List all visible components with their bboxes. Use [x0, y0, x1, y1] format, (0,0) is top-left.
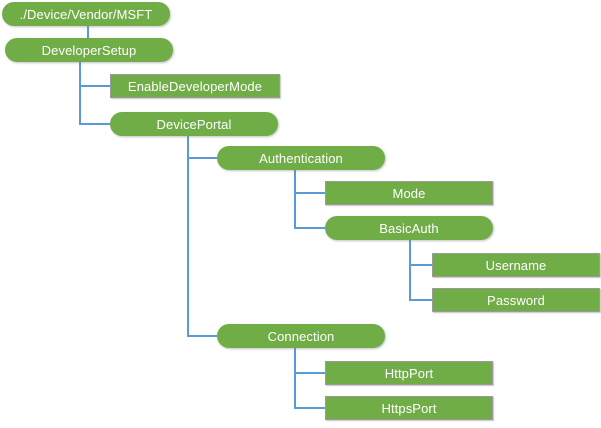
connector-connection-to-httpsport	[294, 348, 325, 409]
node-https-port[interactable]: HttpsPort	[325, 396, 493, 420]
connector-developersetup-to-deviceportal	[79, 62, 110, 125]
connector-basicauth-to-password	[409, 240, 432, 301]
node-enable-developer-mode-label: EnableDeveloperMode	[127, 78, 263, 94]
node-connection[interactable]: Connection	[217, 324, 385, 348]
node-http-port-label: HttpPort	[384, 365, 434, 381]
node-https-port-label: HttpsPort	[381, 400, 437, 416]
node-mode[interactable]: Mode	[325, 181, 493, 205]
node-authentication-label: Authentication	[259, 150, 343, 166]
connector-developersetup-to-enabledevelopermode	[79, 62, 110, 87]
node-password-label: Password	[487, 292, 545, 308]
connector-deviceportal-to-connection	[187, 136, 217, 337]
node-basic-auth-label: BasicAuth	[379, 220, 439, 236]
node-mode-label: Mode	[392, 185, 426, 201]
node-device-portal[interactable]: DevicePortal	[110, 112, 278, 136]
node-developer-setup[interactable]: DeveloperSetup	[5, 38, 173, 62]
node-connection-label: Connection	[267, 328, 335, 344]
node-username[interactable]: Username	[432, 253, 600, 277]
node-password[interactable]: Password	[432, 288, 600, 312]
connector-connection-to-httpport	[294, 348, 325, 374]
connector-deviceportal-to-authentication	[187, 136, 217, 159]
node-http-port[interactable]: HttpPort	[325, 361, 493, 385]
node-root[interactable]: ./Device/Vendor/MSFT	[2, 2, 170, 26]
node-username-label: Username	[485, 257, 547, 273]
connector-authentication-to-mode	[294, 170, 325, 194]
node-enable-developer-mode[interactable]: EnableDeveloperMode	[110, 74, 280, 98]
connector-authentication-to-basicauth	[294, 170, 325, 229]
node-root-label: ./Device/Vendor/MSFT	[19, 6, 153, 22]
connector-basicauth-to-username	[409, 240, 432, 266]
node-basic-auth[interactable]: BasicAuth	[325, 216, 493, 240]
node-device-portal-label: DevicePortal	[156, 116, 232, 132]
node-developer-setup-label: DeveloperSetup	[41, 42, 137, 58]
node-authentication[interactable]: Authentication	[217, 146, 385, 170]
